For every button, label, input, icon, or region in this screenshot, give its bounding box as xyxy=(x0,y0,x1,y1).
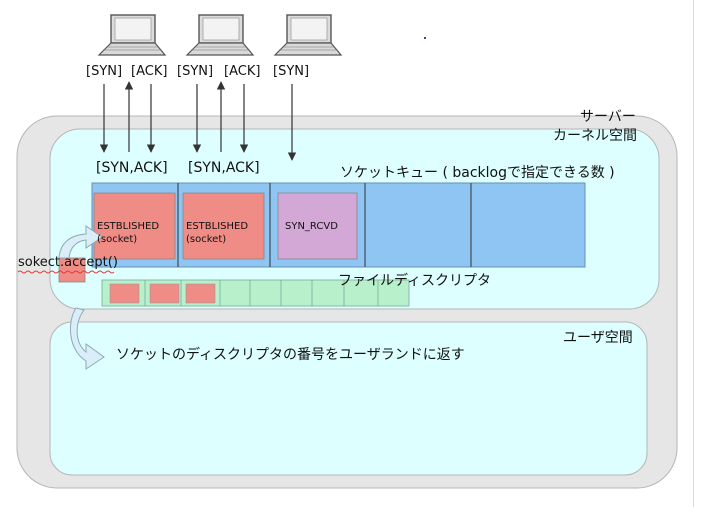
return-curved-arrow xyxy=(70,307,105,370)
spellcheck-underline xyxy=(17,270,115,274)
page-edge-line xyxy=(693,0,694,507)
client-label-syn-2: [SYN] xyxy=(177,64,214,79)
queue-item-note-2: (socket) xyxy=(186,234,227,245)
client-label-syn-1: [SYN] xyxy=(86,64,123,79)
server-reply-label-1: [SYN,ACK] xyxy=(96,160,168,176)
server-label: サーバー xyxy=(580,109,636,125)
user-space-box xyxy=(49,321,648,476)
laptop-icon xyxy=(185,14,255,56)
queue-item-state-2: ESTBLISHED xyxy=(186,221,249,232)
server-reply-label-2: [SYN,ACK] xyxy=(188,160,260,176)
queue-item-established-1 xyxy=(93,192,176,260)
fd-slot-used-1 xyxy=(109,283,140,304)
queue-item-syn-rcvd xyxy=(277,192,358,260)
client-label-syn-3: [SYN] xyxy=(273,64,310,79)
accept-curved-arrow xyxy=(58,225,103,259)
socket-queue-title: ソケットキュー ( backlogで指定できる数 ) xyxy=(340,165,615,181)
accepted-socket-marker xyxy=(58,257,86,283)
kernel-space-label: カーネル空間 xyxy=(553,128,637,144)
queue-item-note-1: (socket) xyxy=(97,234,138,245)
queue-item-state-1: ESTBLISHED xyxy=(97,221,160,232)
queue-item-established-2 xyxy=(182,192,265,260)
laptop-icon xyxy=(97,14,167,56)
fd-label: ファイルディスクリプタ xyxy=(338,273,492,289)
fd-slot-used-3 xyxy=(185,283,216,304)
client-label-ack-1: [ACK] xyxy=(131,64,168,79)
client-label-ack-2: [ACK] xyxy=(224,64,261,79)
accept-label: sokect.accept() xyxy=(18,255,118,270)
stray-dot xyxy=(424,37,426,39)
fd-slot-used-2 xyxy=(149,283,180,304)
laptop-icon xyxy=(273,14,343,56)
queue-item-state-3: SYN_RCVD xyxy=(285,221,338,232)
return-label: ソケットのディスクリプタの番号をユーザランドに返す xyxy=(116,347,465,363)
user-space-label: ユーザ空間 xyxy=(563,330,633,346)
